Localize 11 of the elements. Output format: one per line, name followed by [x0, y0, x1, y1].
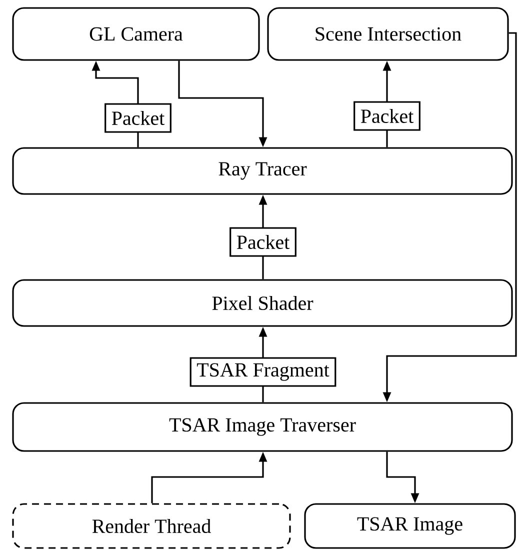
rounded-box: TSAR Image Traverser	[12, 402, 513, 452]
edge-label: Packet	[230, 227, 296, 257]
rounded-box: TSAR Image	[304, 503, 516, 549]
edge-label: TSAR Fragment	[190, 357, 336, 387]
dashed-rounded-box: Render Thread	[12, 503, 291, 549]
rounded-box: GL Camera	[12, 7, 260, 61]
edge-label: Packet	[104, 103, 172, 133]
rounded-box: Ray Tracer	[12, 147, 513, 195]
rounded-box: Scene Intersection	[267, 7, 509, 61]
rounded-box: Pixel Shader	[12, 279, 513, 327]
edge-label: Packet	[354, 101, 420, 131]
